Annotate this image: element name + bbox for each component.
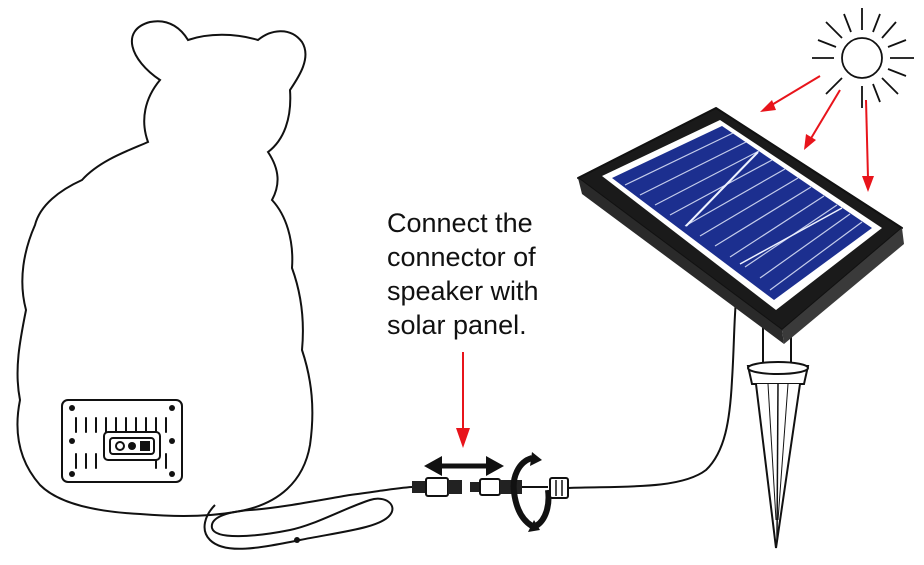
- ground-stake: [746, 317, 810, 549]
- instruction-line-1: Connect the: [387, 208, 533, 238]
- solar-panel: [577, 107, 904, 344]
- connector-plug-panel: [470, 478, 548, 496]
- connector-plug-speaker: [412, 477, 462, 497]
- speaker-cable: [203, 486, 413, 550]
- rotate-arrows-icon: [510, 452, 569, 532]
- solar-cells: [612, 126, 872, 300]
- bear-speaker-outline: [16, 20, 314, 517]
- instruction-line-4: solar panel.: [387, 310, 527, 340]
- panel-cable: [567, 299, 737, 489]
- speaker-port-panel: [61, 399, 183, 483]
- instruction-text: Connect the connector of speaker with so…: [387, 206, 617, 342]
- sun-icon: [812, 8, 914, 108]
- instruction-line-2: connector of: [387, 242, 536, 272]
- instruction-line-3: speaker with: [387, 276, 539, 306]
- red-pointer-arrow: [456, 352, 470, 448]
- double-arrow-icon: [424, 456, 504, 476]
- sun-ray-arrows: [760, 75, 874, 192]
